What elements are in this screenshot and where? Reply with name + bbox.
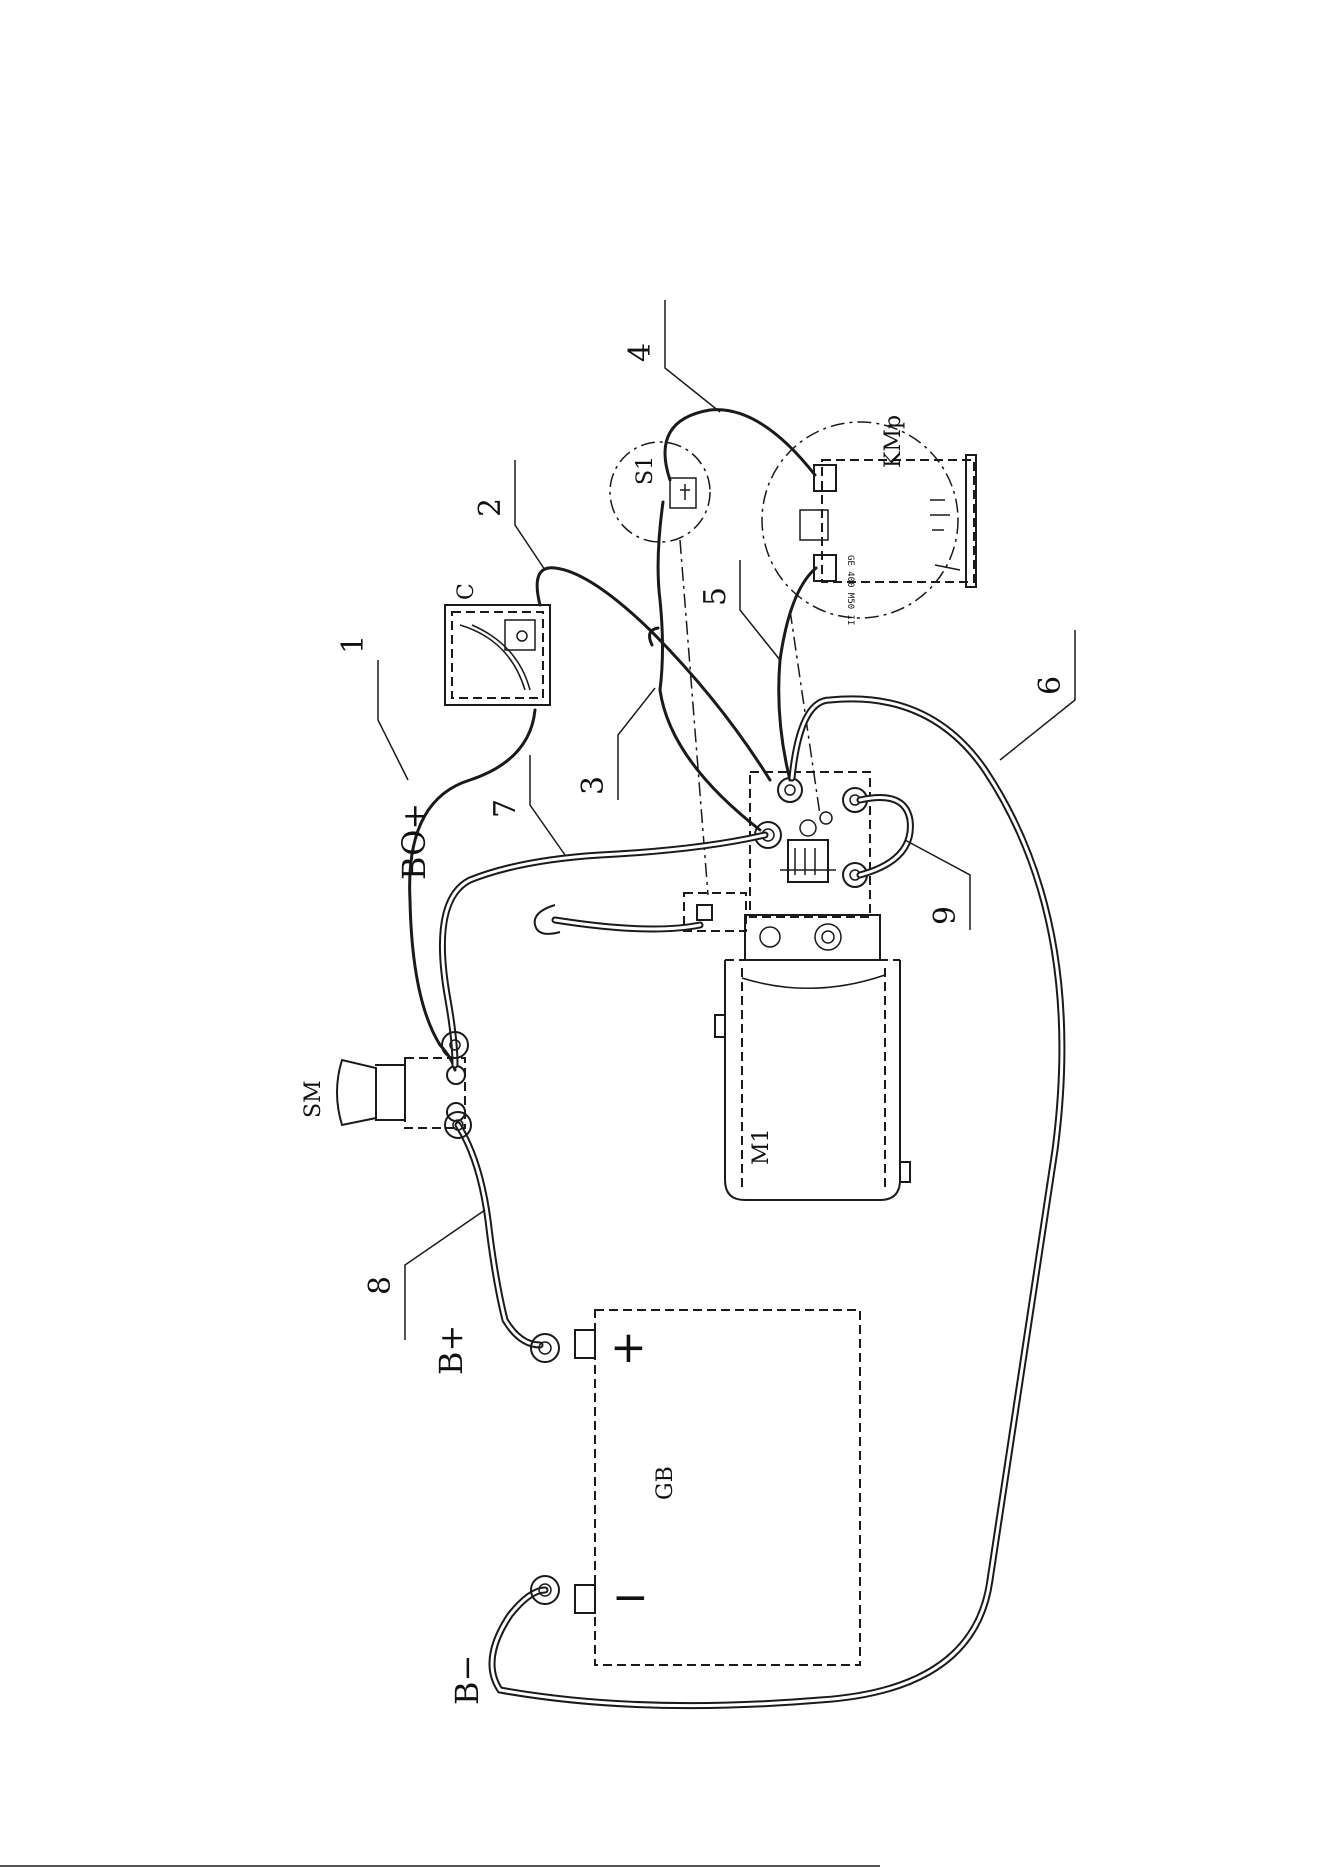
- cable-label-6: 6: [1033, 676, 1068, 695]
- cable-6: [492, 699, 1062, 1706]
- battery-label: GB: [653, 1466, 678, 1500]
- battery-minus-sign: −: [612, 1572, 649, 1623]
- kmp-terminal-top: [814, 465, 836, 491]
- switch-knob: [337, 1060, 376, 1125]
- battery-gb: + − GB: [575, 1310, 860, 1665]
- pump-flange: [745, 915, 880, 960]
- kmp-detail-circle: [762, 422, 958, 618]
- meter-c: C: [445, 583, 550, 705]
- s1-switch: [670, 478, 696, 508]
- terminal-label-b-minus: B−: [448, 1655, 486, 1705]
- cable-label-9: 9: [928, 906, 963, 925]
- cable-3: [658, 502, 760, 830]
- motor-m1: M1: [715, 960, 910, 1200]
- kmp-label: KMp: [881, 415, 906, 468]
- manifold-outline: [750, 772, 870, 917]
- cable-2: [537, 568, 770, 780]
- cable-4: [665, 410, 815, 480]
- cable-8: [458, 1125, 540, 1345]
- terminal-label-b-plus: B+: [432, 1325, 470, 1375]
- switch-label: SM: [301, 1080, 326, 1118]
- cable-label-1: 1: [336, 635, 371, 654]
- battery-plus-terminal: [575, 1330, 595, 1358]
- pump-block: [535, 772, 880, 960]
- kmp-body: [822, 460, 974, 582]
- switch-sm: SM: [301, 1058, 465, 1128]
- cable-label-3: 3: [576, 776, 611, 795]
- cable-label-8: 8: [363, 1276, 398, 1295]
- cable-label-7: 7: [488, 799, 523, 818]
- solenoid-valve: [788, 840, 828, 882]
- s1-label: S1: [633, 456, 658, 485]
- cable-label-4: 4: [623, 343, 658, 362]
- battery-minus-terminal: [575, 1585, 595, 1613]
- meter-label: C: [454, 583, 479, 600]
- cable-label-2: 2: [473, 498, 508, 517]
- motor-label: M1: [749, 1128, 774, 1165]
- terminal-label-bo-plus: BO+: [395, 803, 433, 880]
- cable-9: [860, 798, 910, 876]
- cable-label-5: 5: [698, 587, 733, 606]
- ring-terminals: [442, 1032, 559, 1604]
- limit-switch-s1: S1: [610, 442, 710, 895]
- cable-7: [442, 835, 765, 1065]
- cable-1: [410, 710, 535, 1070]
- svg-text:GE 400 M50 II: GE 400 M50 II: [845, 555, 855, 625]
- battery-plus-sign: +: [610, 1322, 647, 1373]
